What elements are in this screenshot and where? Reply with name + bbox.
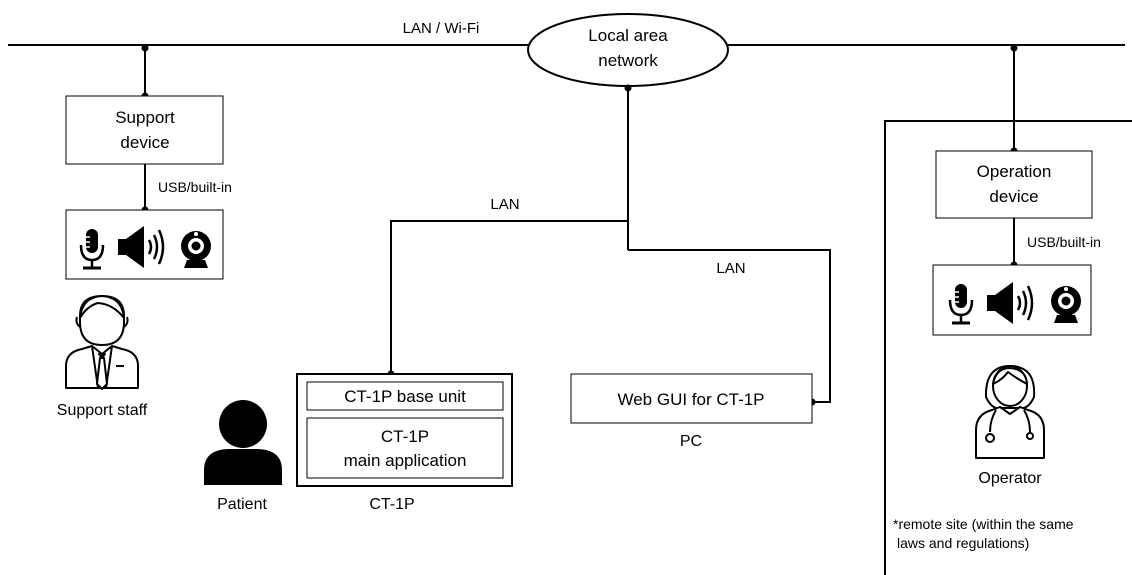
ct1p-base-unit-label: CT-1P base unit	[344, 387, 466, 406]
operation-device-box	[935, 150, 1093, 219]
support-device-line-2: device	[120, 133, 169, 152]
remote-note-line-2: laws and regulations)	[897, 535, 1029, 551]
operator-label: Operator	[978, 470, 1042, 487]
patient-icon	[204, 400, 282, 485]
ct1p-caption: CT-1P	[369, 496, 414, 513]
operation-usb-label: USB/built-in	[1027, 234, 1101, 250]
local-area-network-node	[527, 13, 729, 87]
web-gui-label: Web GUI for CT-1P	[617, 390, 764, 409]
ct1p-lan-label: LAN	[490, 196, 519, 213]
ct1p-base-unit-box	[306, 381, 504, 411]
cloud-line-1: Local area	[588, 26, 668, 45]
pc-caption: PC	[680, 433, 702, 450]
support-staff-label: Support staff	[57, 402, 148, 419]
support-device-line-1: Support	[115, 108, 175, 127]
pc-lan-label: LAN	[716, 260, 745, 277]
support-usb-label: USB/built-in	[158, 179, 232, 195]
lan-link-ct1p	[390, 220, 628, 374]
ct1p-app-line-1: CT-1P	[381, 427, 429, 446]
junction-dot	[624, 84, 632, 92]
lan-link-pc	[628, 249, 831, 403]
ct1p-main-app-box	[306, 417, 504, 479]
support-device-box	[65, 95, 224, 165]
web-gui-box	[570, 373, 813, 424]
junction-dot	[1010, 44, 1018, 52]
ct1p-app-line-2: main application	[344, 451, 467, 470]
support-staff-icon	[65, 295, 139, 390]
operation-device-line-1: Operation	[977, 162, 1052, 181]
operation-device-line-2: device	[989, 187, 1038, 206]
remote-site-boundary	[884, 120, 1132, 575]
cloud-line-2: network	[598, 51, 658, 70]
patient-label: Patient	[217, 496, 267, 513]
operator-icon	[975, 365, 1045, 459]
junction-dot	[141, 44, 149, 52]
lan-wifi-label: LAN / Wi-Fi	[403, 20, 480, 37]
remote-note-line-1: *remote site (within the same	[893, 516, 1074, 532]
